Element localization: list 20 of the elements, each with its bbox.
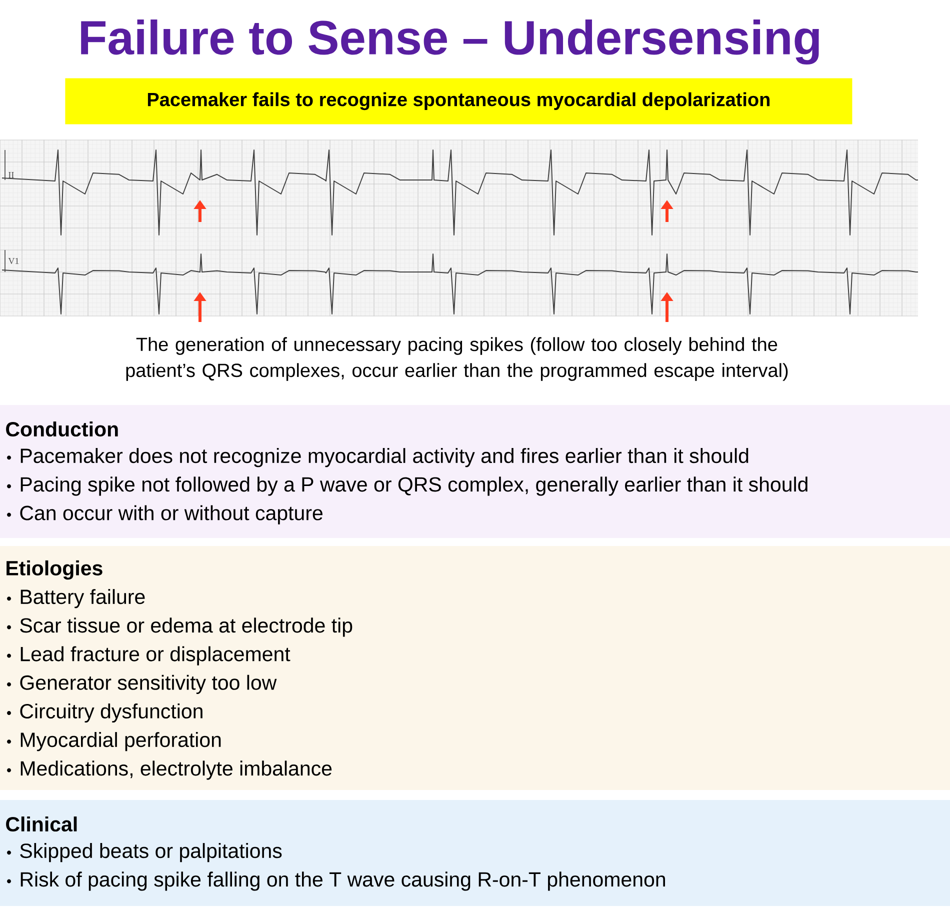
section-heading: Clinical [6,816,77,832]
bullet-item: Lead fracture or displacement [7,646,290,666]
lead-label: II [8,172,14,178]
bullet-item: Can occur with or without capture [7,505,322,524]
lead-label: V1 [8,258,19,264]
bullet-item: Pacemaker does not recognize myocardial activity and fires earlier than it should [7,448,748,468]
bullet-item: Battery failure [7,589,145,608]
bullet-item: Circuitry dysfunction [7,703,202,723]
bullet-item: Generator sensitivity too low [7,674,277,694]
bullet-item: Medications, electrolyte imbalance [7,760,332,780]
bullet-item: Pacing spike not followed by a P wave or QRS complex, generally earlier than it should [7,476,808,496]
title: Failure to Sense – Undersensing [81,20,819,64]
bullet-item: Myocardial perforation [7,732,221,752]
highlight-banner: Pacemaker fails to recognize spontaneous myocardial depolarization [65,78,852,124]
section-heading: Etiologies [6,560,102,580]
section-heading: Conduction [6,421,118,437]
bullet-item: Scar tissue or edema at electrode tip [7,618,352,637]
bullet-item: Skipped beats or palpitations [7,843,282,862]
caption-text: The generation of unnecessary pacing spikes (follow too closely behind the patient’s QRS complexes, occur earlier than the programmed escape interval) [126,337,788,381]
bullet-item: Risk of pacing spike falling on the T wave causing R-on-T phenomenon [7,872,665,891]
